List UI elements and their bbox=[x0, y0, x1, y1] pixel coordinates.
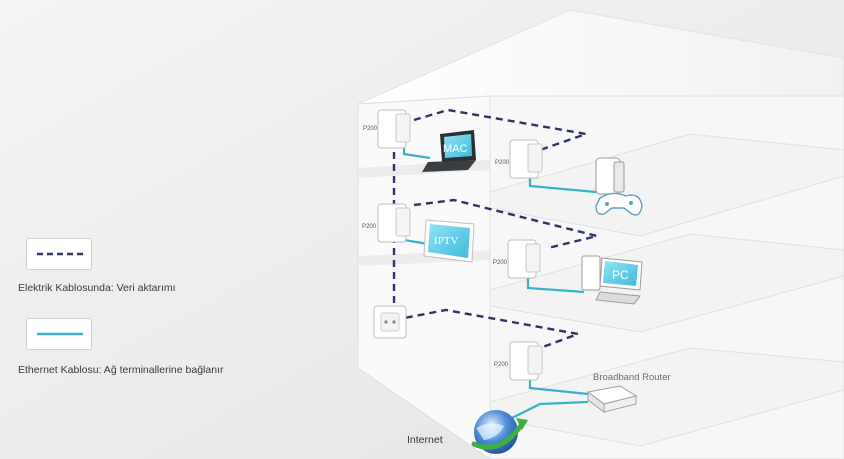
adapter-label: P200 bbox=[495, 160, 510, 166]
legend-power-line-swatch bbox=[26, 238, 92, 270]
adapter-label: P200 bbox=[494, 362, 509, 368]
power-line-bottom bbox=[393, 308, 583, 350]
adapter-middle-left: P200 bbox=[362, 203, 411, 243]
power-line-top bbox=[413, 108, 591, 152]
adapter-label: P200 bbox=[362, 224, 377, 230]
game-console bbox=[595, 157, 643, 216]
legend-power-line-label: Elektrik Kablosunda: Veri aktarımı bbox=[18, 282, 176, 294]
adapter-top-right: P200 bbox=[495, 139, 543, 179]
wall-socket bbox=[373, 305, 407, 339]
power-line-middle bbox=[413, 198, 598, 250]
iptv-screen-label: IPTV bbox=[434, 235, 459, 247]
adapter-bottom-right: P200 bbox=[494, 341, 543, 381]
adapter-top-left: P200 bbox=[363, 109, 411, 149]
legend-ethernet-swatch bbox=[26, 318, 92, 350]
adapter-label: P200 bbox=[363, 126, 378, 132]
internet-label: Internet bbox=[407, 434, 443, 446]
dashed-line-icon bbox=[37, 252, 83, 256]
adapter-middle-right: P200 bbox=[493, 239, 541, 279]
building bbox=[357, 9, 844, 459]
gamepad-icon bbox=[595, 192, 643, 216]
pc-screen-label: PC bbox=[612, 268, 629, 282]
iptv-screen: IPTV bbox=[423, 219, 475, 263]
desktop-pc: PC bbox=[581, 255, 643, 305]
ethernet-internet bbox=[511, 400, 589, 419]
mac-laptop: MAC bbox=[422, 130, 476, 172]
mac-screen-label: MAC bbox=[443, 143, 468, 155]
adapter-label: P200 bbox=[493, 260, 508, 266]
broadband-router: Broadband Router bbox=[586, 372, 671, 413]
router-label: Broadband Router bbox=[593, 372, 671, 383]
solid-line-icon bbox=[37, 332, 83, 336]
legend-ethernet-label: Ethernet Kablosu: Ağ terminallerine bağl… bbox=[18, 364, 224, 376]
internet-globe-icon: Internet bbox=[407, 410, 528, 454]
